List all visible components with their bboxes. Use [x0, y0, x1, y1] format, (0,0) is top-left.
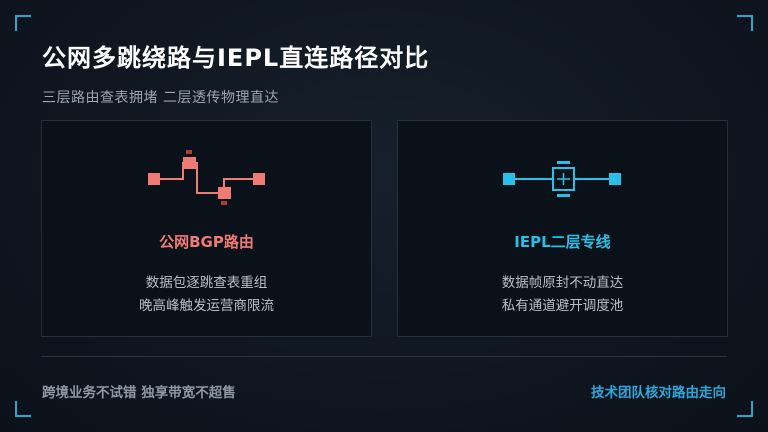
footer-tagline: 跨境业务不试错 独享带宽不超售: [42, 385, 236, 401]
card-desc-line: 私有通道避开调度池: [501, 298, 624, 314]
card-iepl: IEPL二层专线 数据帧原封不动直达 私有通道避开调度池: [397, 120, 728, 337]
direct-link-icon: [503, 161, 621, 197]
corner-bracket-top-left: [15, 15, 31, 31]
card-desc-line: 数据帧原封不动直达: [501, 275, 624, 291]
corner-bracket-bottom-left: [15, 401, 31, 417]
card-title: 公网BGP路由: [159, 233, 254, 251]
page-subtitle: 三层路由查表拥堵 二层透传物理直达: [42, 90, 279, 106]
corner-bracket-top-right: [737, 15, 753, 31]
card-public-bgp: 公网BGP路由 数据包逐跳查表重组 晚高峰触发运营商限流: [41, 120, 372, 337]
footer-note: 技术团队核对路由走向: [591, 385, 726, 401]
card-desc-line: 晚高峰触发运营商限流: [139, 298, 274, 314]
footer-divider: [41, 356, 727, 357]
card-title: IEPL二层专线: [514, 233, 611, 251]
page-title: 公网多跳绕路与IEPL直连路径对比: [42, 44, 430, 72]
card-desc-line: 数据包逐跳查表重组: [145, 275, 268, 291]
corner-bracket-bottom-right: [737, 401, 753, 417]
multi-hop-route-icon: [148, 150, 265, 205]
